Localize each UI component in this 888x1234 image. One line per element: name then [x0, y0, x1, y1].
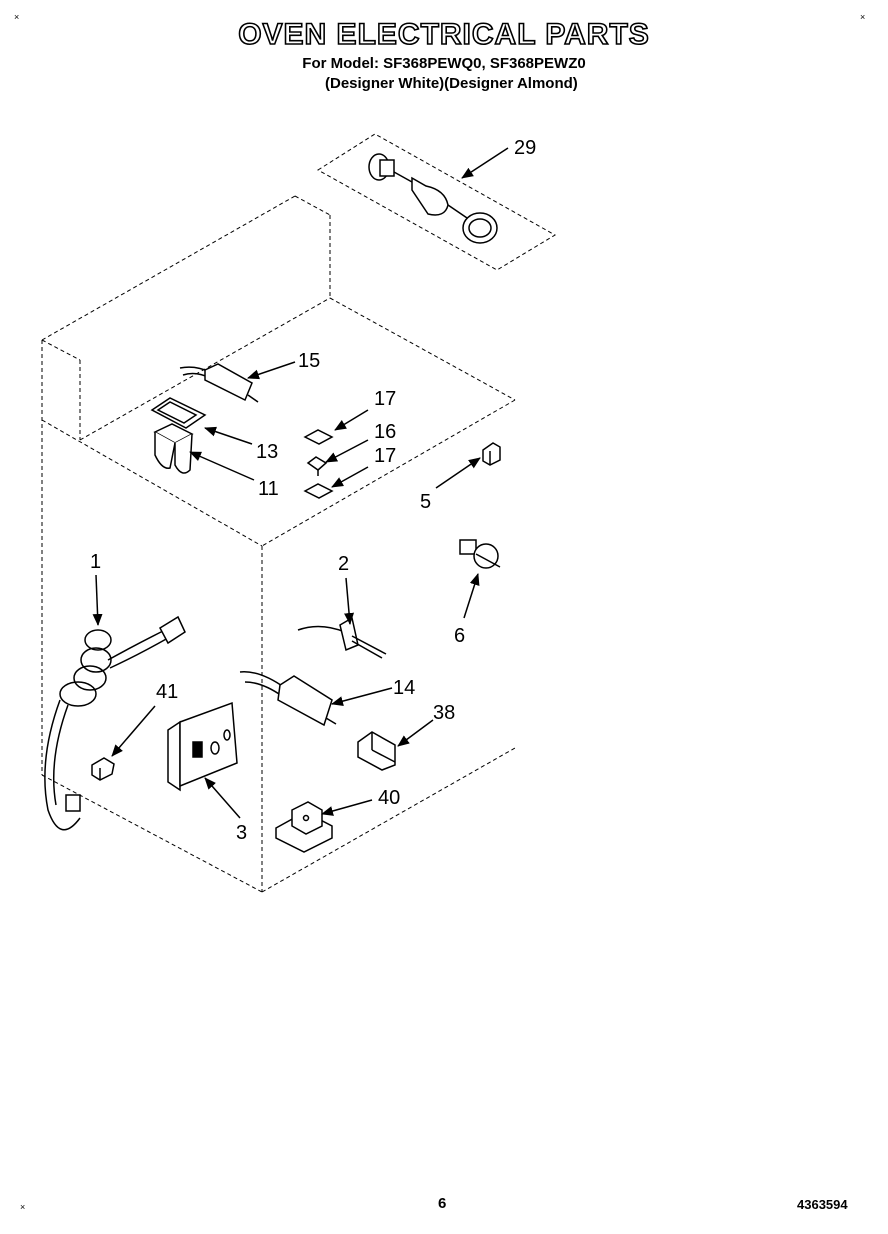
callout-11: 11 — [258, 478, 279, 500]
callout-3: 3 — [236, 822, 247, 844]
callout-17-lower: 17 — [374, 445, 396, 467]
callout-13: 13 — [256, 441, 278, 463]
part-1-power-cord — [44, 615, 186, 831]
callout-41: 41 — [156, 681, 178, 703]
part-6-switch — [459, 539, 501, 569]
part-38-bracket — [357, 731, 396, 771]
part-41-connector — [91, 757, 115, 781]
part-15-probe — [179, 363, 259, 403]
callout-29: 29 — [514, 137, 536, 159]
callout-14: 14 — [393, 677, 415, 699]
part-14-probe — [239, 671, 337, 727]
cabinet-outline — [41, 195, 516, 893]
light-assembly-box — [317, 133, 556, 271]
corner-mark-top-right: × — [860, 12, 866, 22]
callout-2: 2 — [338, 553, 349, 575]
corner-mark-bottom-left: × — [20, 1202, 26, 1212]
part-16-connector — [306, 456, 328, 476]
callout-40: 40 — [378, 787, 400, 809]
corner-mark-top-left: × — [14, 12, 20, 22]
page-title: OVEN ELECTRICAL PARTS — [237, 17, 650, 52]
part-17-spacer-lower — [303, 483, 334, 499]
part-17-spacer-upper — [303, 429, 334, 445]
model-numbers: For Model: SF368PEWQ0, SF368PEWZ0 — [302, 55, 586, 72]
part-3-receptacle-panel — [167, 701, 238, 792]
callout-1: 1 — [90, 551, 101, 573]
part-11-terminal-block — [153, 423, 194, 474]
callout-17-upper: 17 — [374, 388, 396, 410]
part-13-bracket — [150, 397, 207, 429]
leader-arrows — [92, 147, 509, 819]
oven-light-assembly — [368, 153, 498, 244]
document-number: 4363594 — [797, 1197, 848, 1212]
callout-5: 5 — [420, 491, 431, 513]
part-2-sensor — [297, 616, 387, 659]
callout-16: 16 — [374, 421, 396, 443]
callout-38: 38 — [433, 702, 455, 724]
page-number: 6 — [438, 1195, 447, 1212]
callout-6: 6 — [454, 625, 465, 647]
callout-15: 15 — [298, 350, 320, 372]
part-40-mounting-block — [275, 801, 333, 853]
color-variants: (Designer White)(Designer Almond) — [325, 75, 578, 92]
part-5-clip — [482, 442, 501, 466]
